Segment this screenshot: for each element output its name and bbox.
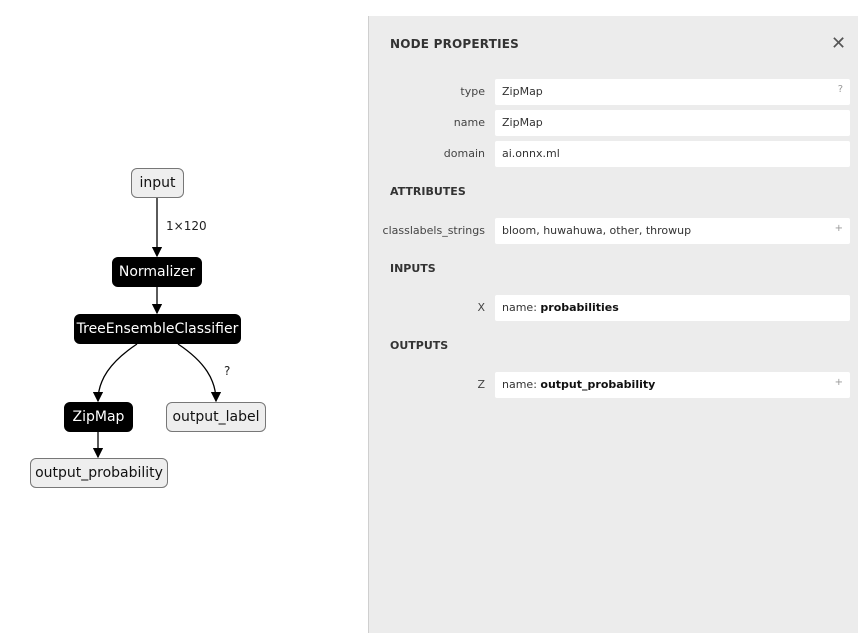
- expand-icon[interactable]: +: [834, 223, 843, 234]
- input-label: X: [477, 301, 485, 314]
- property-value-text: ai.onnx.ml: [502, 147, 560, 160]
- output-label: Z: [477, 378, 485, 391]
- attribute-value-classlabels[interactable]: bloom, huwahuwa, other, throwup +: [495, 218, 850, 244]
- panel-title: NODE PROPERTIES: [390, 37, 519, 51]
- input-row-x: X name: probabilities: [369, 295, 858, 321]
- section-inputs: INPUTS: [390, 262, 436, 275]
- output-name: output_probability: [540, 378, 656, 391]
- node-output-probability[interactable]: output_probability: [30, 458, 168, 488]
- edge-tree-output-label: [177, 343, 222, 403]
- graph-edges: [92, 198, 222, 459]
- edge-label-output-shape: ?: [224, 364, 231, 378]
- property-row-name: name ZipMap: [369, 110, 858, 136]
- help-icon[interactable]: ?: [837, 84, 843, 95]
- input-value-x[interactable]: name: probabilities: [495, 295, 850, 321]
- property-value-text: ZipMap: [502, 85, 543, 98]
- node-zipmap[interactable]: ZipMap: [64, 402, 133, 432]
- node-normalizer[interactable]: Normalizer: [112, 257, 202, 287]
- attribute-row-classlabels: classlabels_strings bloom, huwahuwa, oth…: [369, 218, 858, 244]
- edge-label-input-shape: 1×120: [166, 219, 207, 233]
- property-value-domain[interactable]: ai.onnx.ml: [495, 141, 850, 167]
- expand-icon[interactable]: +: [834, 377, 843, 388]
- node-output-label[interactable]: output_label: [166, 402, 266, 432]
- node-tree-ensemble-classifier[interactable]: TreeEnsembleClassifier: [74, 314, 241, 344]
- node-properties-panel: NODE PROPERTIES ✕ type ZipMap ? name Zip…: [368, 16, 858, 633]
- output-row-z: Z name: output_probability +: [369, 372, 858, 398]
- section-attributes: ATTRIBUTES: [390, 185, 466, 198]
- graph-canvas: input 1×120 Normalizer TreeEnsembleClass…: [0, 0, 368, 633]
- input-name: probabilities: [540, 301, 619, 314]
- input-name-prefix: name:: [502, 301, 541, 314]
- property-label: domain: [443, 147, 485, 160]
- property-label: name: [453, 116, 485, 129]
- close-icon[interactable]: ✕: [831, 33, 847, 54]
- property-value-type[interactable]: ZipMap ?: [495, 79, 850, 105]
- output-name-prefix: name:: [502, 378, 541, 391]
- property-value-text: ZipMap: [502, 116, 543, 129]
- property-value-name[interactable]: ZipMap: [495, 110, 850, 136]
- attribute-label: classlabels_strings: [382, 224, 485, 237]
- section-outputs: OUTPUTS: [390, 339, 449, 352]
- node-input[interactable]: input: [131, 168, 184, 198]
- output-value-z[interactable]: name: output_probability +: [495, 372, 850, 398]
- property-row-domain: domain ai.onnx.ml: [369, 141, 858, 167]
- attribute-value-text: bloom, huwahuwa, other, throwup: [502, 224, 692, 237]
- property-label: type: [460, 85, 485, 98]
- property-row-type: type ZipMap ?: [369, 79, 858, 105]
- edge-tree-zipmap: [92, 343, 138, 403]
